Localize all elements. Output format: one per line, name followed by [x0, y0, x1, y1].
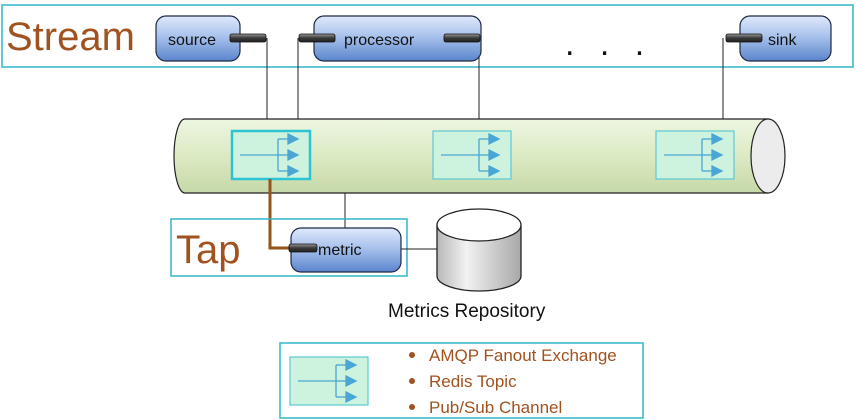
tap-region: Tap — [170, 218, 408, 277]
legend: AMQP Fanout Exchange Redis Topic Pub/Sub… — [279, 342, 644, 419]
module-label: source — [168, 32, 216, 49]
legend-item: Redis Topic — [429, 372, 517, 391]
bullet — [409, 378, 415, 384]
output-port[interactable] — [229, 33, 267, 43]
module-sink[interactable]: sink — [725, 15, 832, 62]
tap-label: Tap — [176, 228, 241, 272]
pipe-end-cap — [750, 118, 786, 194]
fanout-arrows-icon — [441, 132, 501, 178]
database-icon — [436, 225, 522, 292]
module-label: metric — [318, 242, 362, 259]
module-label: sink — [768, 32, 797, 49]
module-label: processor — [344, 32, 415, 49]
tap-wire — [268, 179, 292, 250]
exchange-processor — [432, 130, 512, 180]
legend-item: Pub/Sub Channel — [429, 398, 562, 417]
legend-exchange — [289, 356, 369, 406]
fanout-arrows-icon — [664, 132, 724, 178]
metrics-repository: Metrics Repository — [388, 208, 546, 322]
tap-frame — [170, 218, 408, 277]
stream-ellipsis: . . . — [565, 25, 652, 63]
fanout-arrows-icon — [240, 132, 300, 178]
module-metric[interactable]: metric — [288, 227, 402, 273]
input-port[interactable] — [298, 33, 336, 43]
legend-frame — [279, 342, 644, 419]
module-source[interactable]: source — [155, 15, 267, 62]
stream-region: Stream . . . — [1, 4, 854, 68]
stream-frame — [1, 4, 854, 68]
legend-item: AMQP Fanout Exchange — [429, 346, 617, 365]
database-top — [436, 208, 522, 242]
bullet — [409, 352, 415, 358]
output-port[interactable] — [443, 33, 481, 43]
legend-list: AMQP Fanout Exchange Redis Topic Pub/Sub… — [409, 346, 617, 417]
stream-label: Stream — [6, 15, 135, 59]
module-processor[interactable]: processor — [298, 15, 482, 62]
input-port[interactable] — [288, 243, 318, 253]
repository-label: Metrics Repository — [388, 301, 546, 322]
fanout-arrows-icon — [298, 358, 358, 404]
bullet — [409, 404, 415, 410]
input-port[interactable] — [725, 33, 763, 43]
exchange-sink — [655, 130, 735, 180]
exchange-source — [230, 129, 312, 181]
